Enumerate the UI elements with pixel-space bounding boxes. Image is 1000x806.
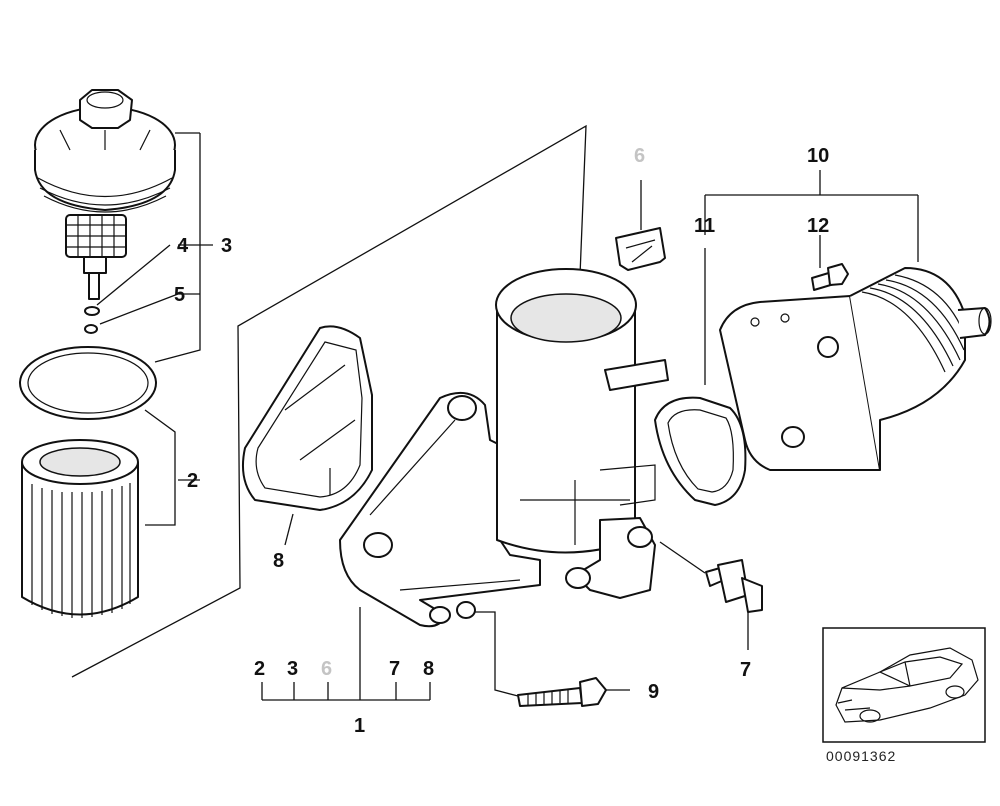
filter-sealing-ring [19,346,157,420]
oil-filter-element [21,439,139,618]
oil-filter-housing [339,268,669,628]
oil-filter-cap [34,89,176,300]
leader-lines [96,132,919,701]
car-icon [835,647,979,723]
housing-bolt [517,677,607,707]
callout-labels: 4 3 5 2 8 6 10 11 12 7 9 1 [174,145,829,737]
kit-item-7: 7 [389,658,400,680]
kit-item-6: 6 [321,658,332,680]
callout-10: 10 [807,145,829,167]
cooler-bolt [811,263,849,291]
callout-7: 7 [740,659,751,681]
vehicle-thumbnail: 00091362 [822,627,986,764]
callout-9: 9 [648,681,659,703]
retaining-clip [615,227,666,271]
callout-1: 1 [354,715,365,737]
kit-item-8: 8 [423,658,434,680]
kit-item-3: 3 [287,658,298,680]
kit-item-2: 2 [254,658,265,680]
callout-11: 11 [694,215,715,237]
thumbnail-frame [822,627,986,743]
o-ring-small-4 [84,306,100,316]
callout-6: 6 [634,145,645,167]
callout-12: 12 [807,215,829,237]
callout-4: 4 [177,235,189,257]
exploded-view-boundary [71,124,587,678]
oil-cooler [719,267,992,471]
housing-gasket [242,325,373,511]
kit-row: 2 3 6 7 8 [254,658,434,680]
callout-3: 3 [221,235,232,257]
reference-number: 00091362 [826,748,896,764]
callout-2: 2 [187,470,198,492]
callout-5: 5 [174,284,185,306]
callout-8: 8 [273,550,284,572]
oil-cooler-gasket [654,396,747,506]
o-ring-small-5 [84,324,98,334]
oil-pressure-sensor [705,559,763,613]
